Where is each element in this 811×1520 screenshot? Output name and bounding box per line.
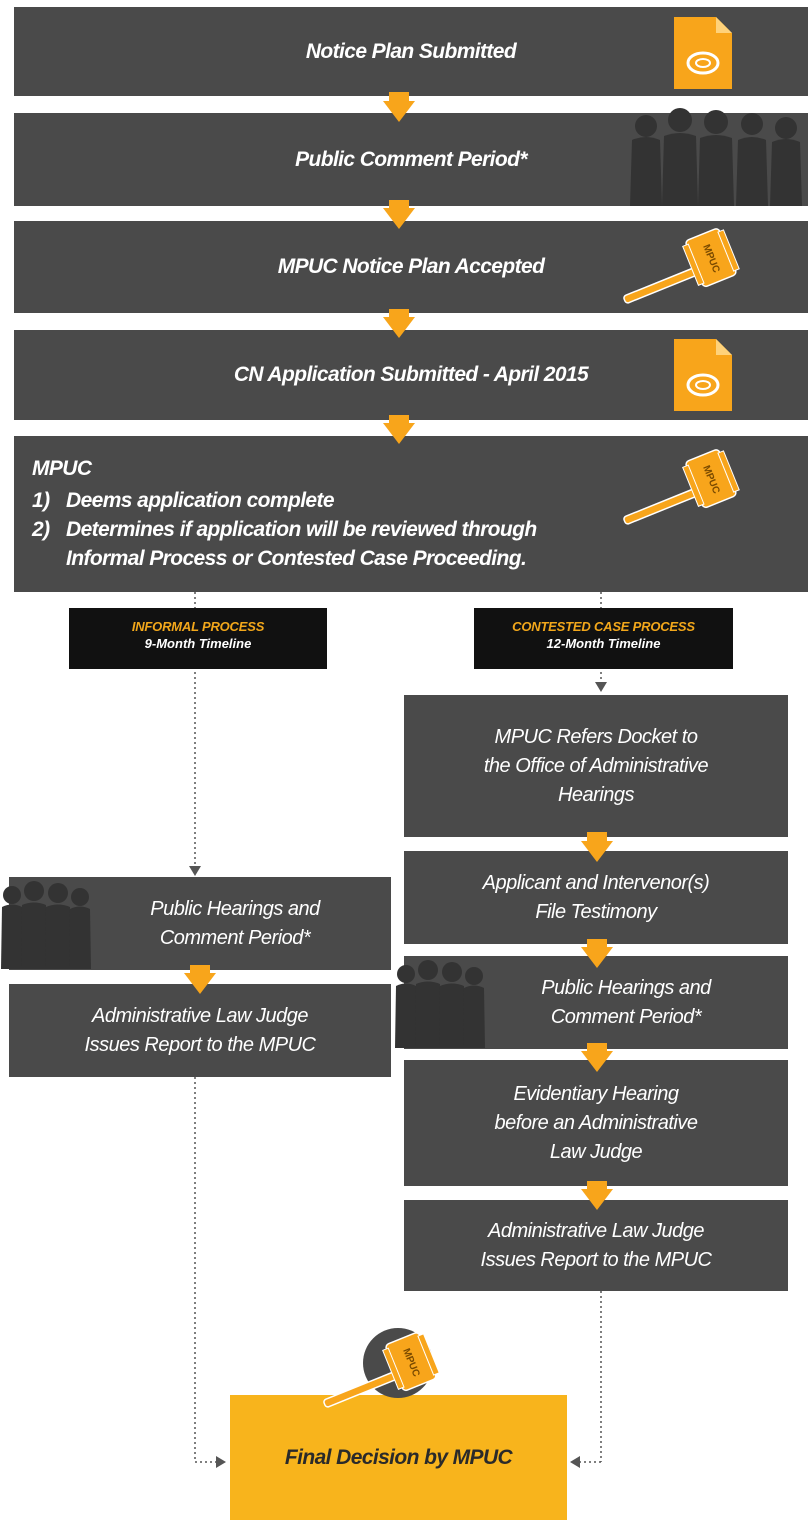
step-mpuc-notice-plan-accepted: MPUC Notice Plan Accepted — [14, 221, 808, 313]
step-label: Public Comment Period* — [295, 147, 527, 171]
box-label: Public Hearings and Comment Period* — [150, 897, 320, 949]
step-label: CN Application Submitted - April 2015 — [233, 363, 589, 386]
arrow-down-icon — [383, 309, 415, 338]
arrow-down-icon — [383, 415, 415, 444]
box-label: MPUC Refers Docket to the Office of Admi… — [483, 725, 709, 806]
informal-process-label: INFORMAL PROCESS 9-Month Timeline — [69, 608, 327, 669]
final-decision-box: Final Decision by MPUC — [230, 1395, 567, 1520]
arrow-down-icon — [581, 939, 613, 968]
gavel-icon: MPUC — [623, 449, 740, 525]
step-mpuc-review — [14, 436, 808, 592]
contested-process-label: CONTESTED CASE PROCESS 12-Month Timeline — [474, 608, 733, 669]
mpuc-item-1: 1) Deems application complete — [32, 489, 335, 512]
box-label: Evidentiary Hearing before an Administra… — [494, 1082, 698, 1163]
informal-process-timeline: 9-Month Timeline — [144, 636, 252, 651]
arrow-down-icon — [581, 1043, 613, 1072]
box-label: Applicant and Intervenor(s) File Testimo… — [482, 871, 710, 923]
box-label: Administrative Law Judge Issues Report t… — [480, 1219, 712, 1271]
arrow-down-icon — [581, 832, 613, 862]
contested-refers-docket: MPUC Refers Docket to the Office of Admi… — [404, 695, 788, 837]
contested-alj-report: Administrative Law Judge Issues Report t… — [404, 1200, 788, 1291]
arrow-down-icon — [383, 200, 415, 229]
people-icon — [630, 108, 802, 206]
informal-alj-report: Administrative Law Judge Issues Report t… — [9, 984, 391, 1077]
arrow-down-icon — [184, 965, 216, 994]
box-label: Public Hearings and Comment Period* — [541, 976, 711, 1028]
mpuc-list: 1) Deems application complete 2) Determi… — [32, 486, 537, 573]
informal-process-title: INFORMAL PROCESS — [131, 619, 265, 634]
mpuc-item-2: 2) Determines if application will be rev… — [32, 518, 537, 570]
document-icon — [674, 17, 732, 89]
final-decision-label: Final Decision by MPUC — [284, 1445, 513, 1469]
contested-process-title: CONTESTED CASE PROCESS — [512, 619, 695, 634]
arrow-down-icon — [581, 1181, 613, 1210]
contested-file-testimony: Applicant and Intervenor(s) File Testimo… — [404, 851, 788, 944]
people-icon — [395, 960, 485, 1048]
document-icon — [674, 339, 732, 411]
arrow-down-icon — [383, 92, 415, 122]
people-icon — [1, 881, 91, 969]
contested-process-timeline: 12-Month Timeline — [546, 636, 661, 651]
step-label: Notice Plan Submitted — [305, 39, 517, 63]
box-label: Administrative Law Judge Issues Report t… — [84, 1004, 316, 1056]
gavel-icon: MPUC — [623, 228, 740, 304]
step-label: MPUC Notice Plan Accepted — [277, 255, 545, 278]
mpuc-heading: MPUC — [32, 457, 92, 480]
contested-evidentiary-hearing: Evidentiary Hearing before an Administra… — [404, 1060, 788, 1186]
gavel-icon: MPUC — [323, 1332, 440, 1408]
